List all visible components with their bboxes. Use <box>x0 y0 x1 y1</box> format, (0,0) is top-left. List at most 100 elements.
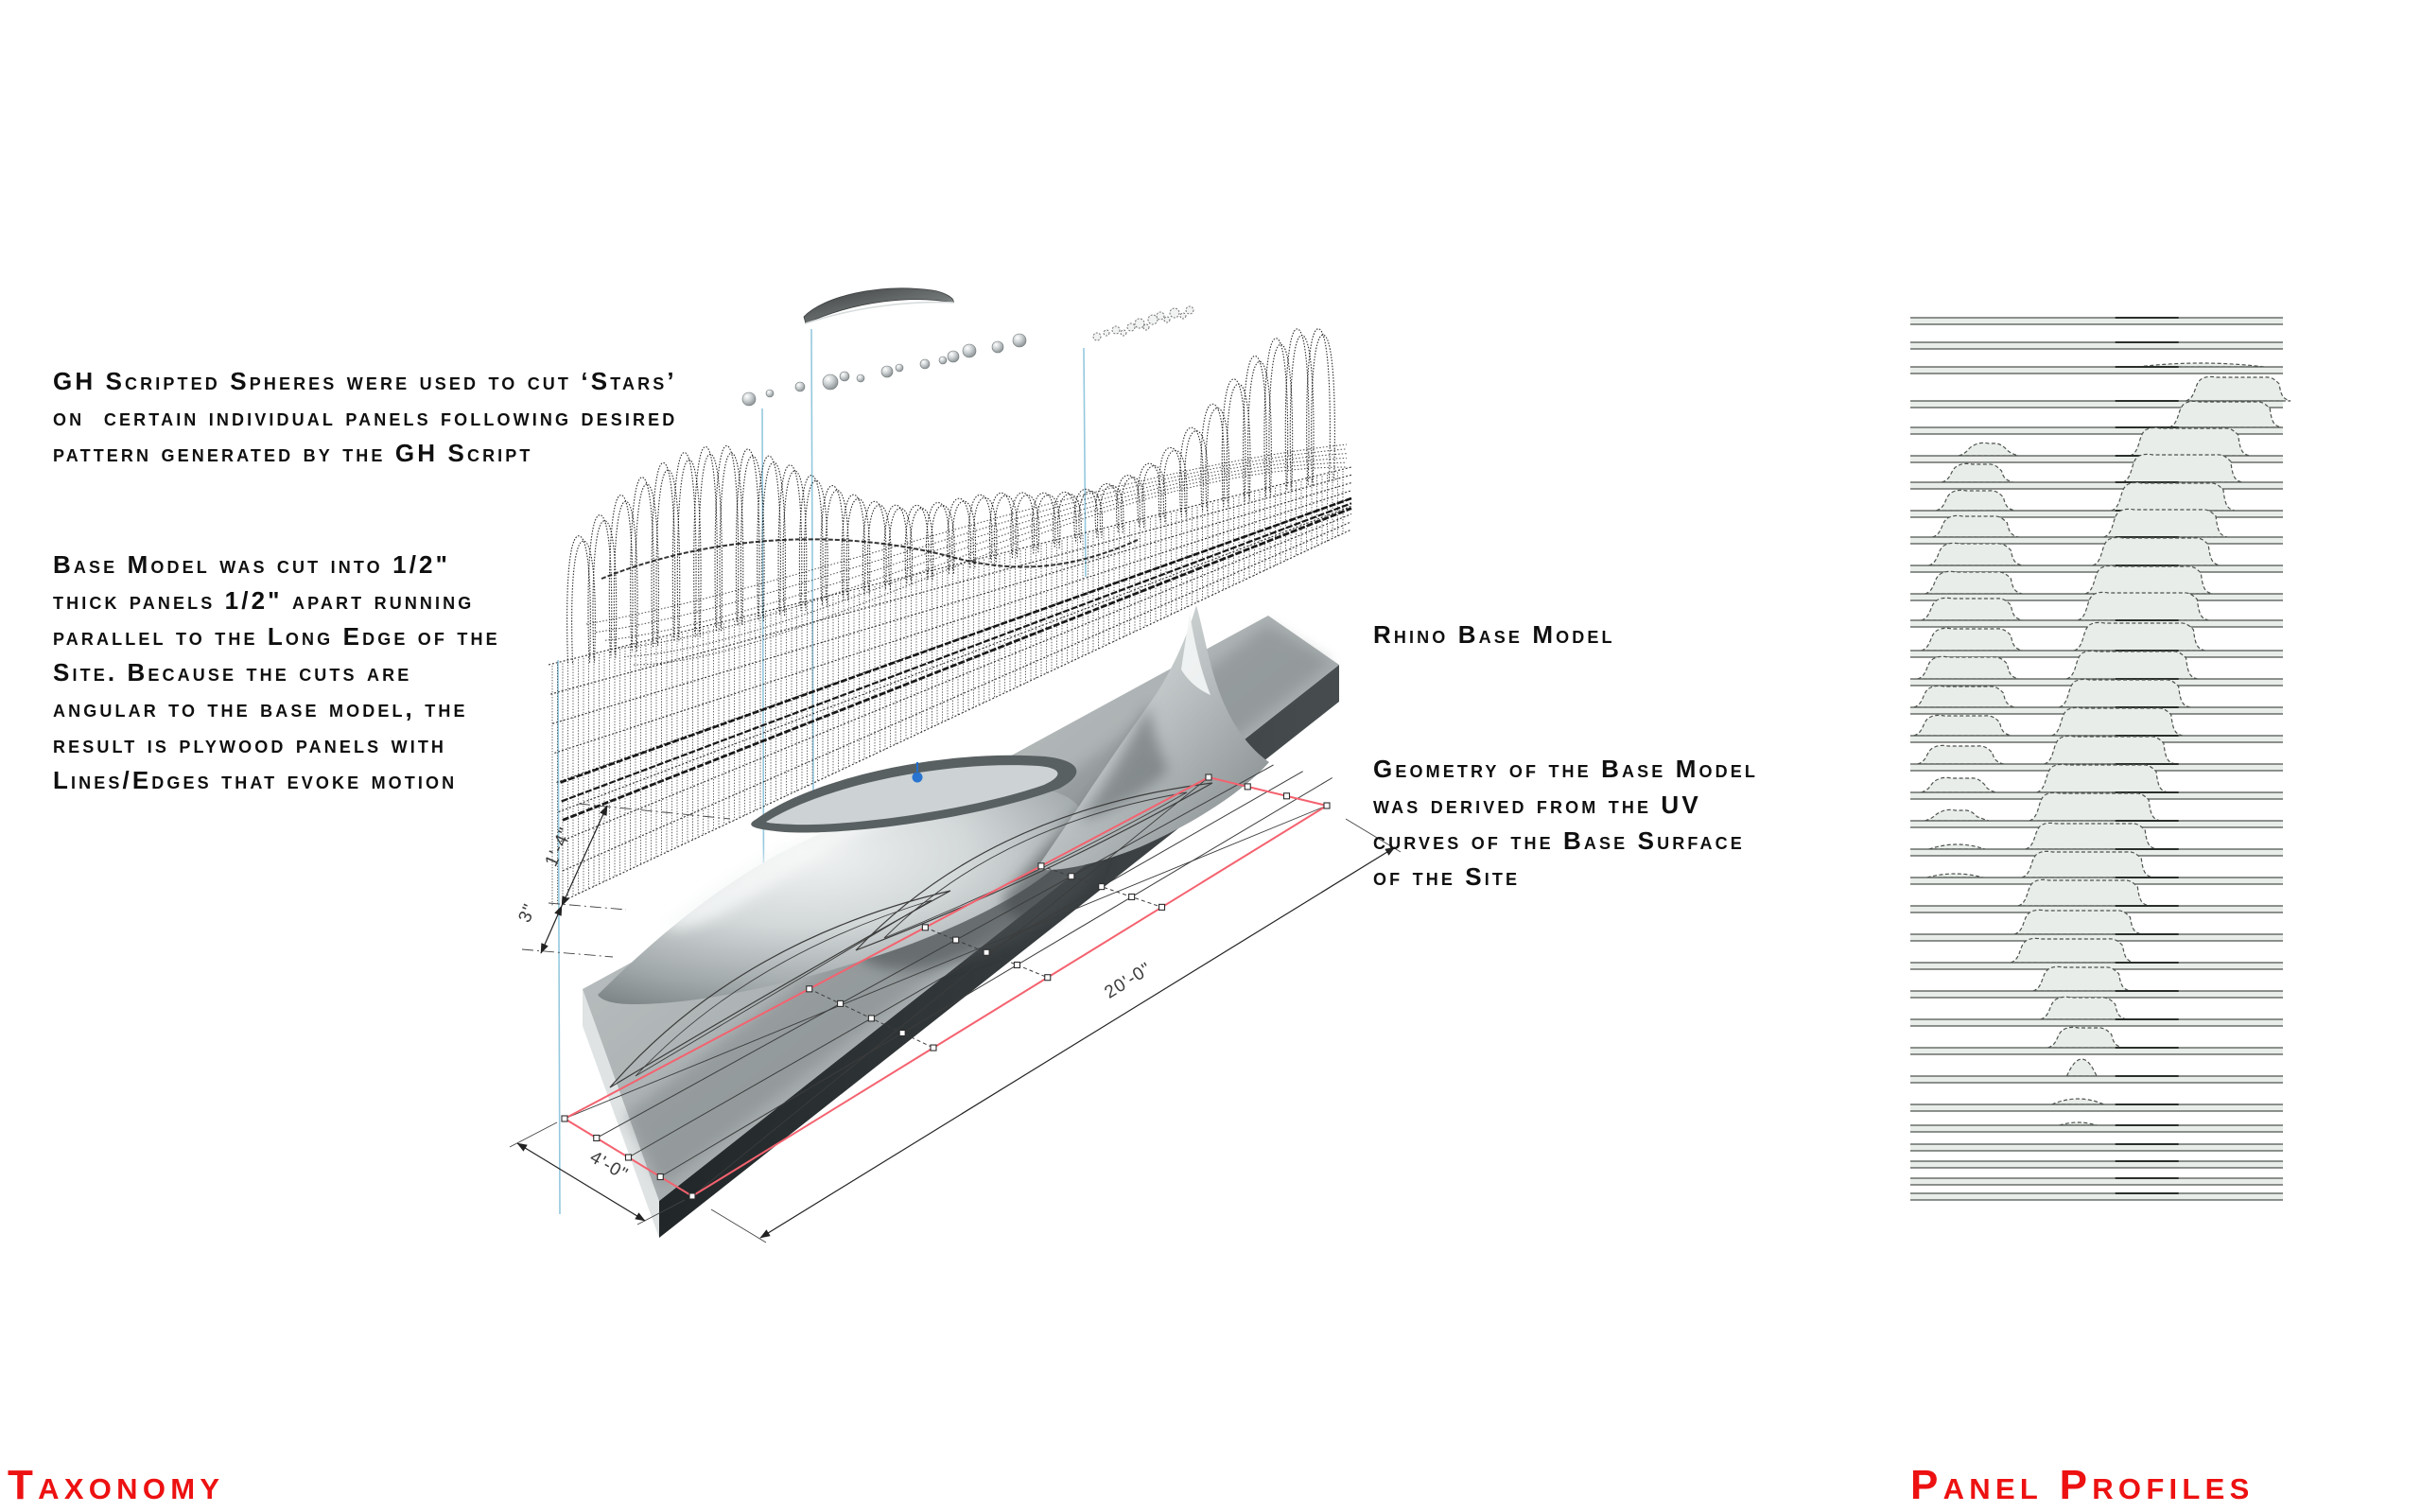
gumball-icon <box>912 762 923 783</box>
sphere <box>938 356 948 365</box>
control-point <box>1205 773 1212 781</box>
control-point <box>952 936 960 944</box>
title-panel-profiles: Panel Profiles <box>1910 1462 2255 1508</box>
panel-profile-bump <box>1913 714 2012 737</box>
note-line: thick panels 1/2" apart running <box>53 586 475 615</box>
control-point <box>1037 862 1045 870</box>
panel-profile-bump <box>1921 776 1996 793</box>
note-line: parallel to the Long Edge of the <box>53 622 500 651</box>
panel-profile-bump <box>2017 878 2150 907</box>
panel-profile <box>1910 1026 2283 1055</box>
sphere <box>856 374 865 383</box>
panel-profile-bump <box>1925 808 1990 822</box>
panel-profile-bump <box>2025 822 2157 850</box>
control-point <box>1244 783 1251 791</box>
guide-line <box>557 659 561 1215</box>
note-line: of the Site <box>1373 862 1521 891</box>
note-line: on certain individual panels following d… <box>53 403 678 431</box>
wire-sphere <box>1156 311 1165 321</box>
panel-profile-bump <box>2021 850 2153 878</box>
sphere <box>741 391 757 407</box>
panel-profile-bump <box>2065 1058 2098 1077</box>
panel-profile-bump <box>2036 763 2168 793</box>
note-line: angular to the base model, the <box>53 694 468 722</box>
control-point <box>1044 974 1052 982</box>
wire-sphere <box>1092 332 1102 341</box>
panel-profile-bump <box>2111 481 2236 512</box>
dim-plan-width: 4'-0" <box>586 1147 632 1185</box>
note-line: was derived from the UV <box>1373 791 1701 819</box>
panel-profile-bump <box>1921 627 2023 652</box>
sphere <box>765 389 775 398</box>
note-geometry-uv: Geometry of the Base Model was derived f… <box>1373 751 1758 895</box>
sliver-shape <box>803 287 954 324</box>
panel-profiles-stack <box>1910 317 2291 1201</box>
panel-profile-bump <box>2051 1098 2105 1105</box>
wire-sphere <box>1103 329 1110 337</box>
panel-profile-bump <box>1917 744 2004 765</box>
sphere <box>895 363 904 373</box>
panel-profile <box>1910 1177 2283 1186</box>
wire-sphere <box>1163 316 1171 323</box>
panel-profile-bump <box>2084 565 2213 595</box>
sphere <box>962 343 977 358</box>
panel-profile-bump <box>2092 536 2221 566</box>
dim-slab-height: 3" <box>514 901 540 926</box>
panel-profile <box>1910 996 2283 1027</box>
note-line: Lines/Edges that evoke motion <box>53 766 458 794</box>
panel-profile-bump <box>1942 462 2013 483</box>
note-line: result is plywood panels with <box>53 730 447 758</box>
panel-profile-bump <box>2047 1026 2123 1049</box>
control-point <box>593 1134 601 1142</box>
note-base-model-cut: Base Model was cut into 1/2" thick panel… <box>53 547 500 798</box>
panel-profile <box>1910 317 2283 325</box>
wire-sphere <box>1142 323 1150 331</box>
wire-sphere <box>1147 314 1158 325</box>
panel-profile <box>1910 1098 2283 1112</box>
sphere <box>822 374 839 391</box>
wire-sphere <box>1169 307 1180 319</box>
note-line: curves of the Base Surface <box>1373 826 1745 855</box>
panel-profile-bump <box>2032 965 2131 992</box>
control-point <box>837 999 845 1007</box>
control-point <box>867 1015 875 1022</box>
panel-profile-bump <box>2029 791 2161 822</box>
sphere <box>1012 333 1027 348</box>
wire-sphere <box>1185 305 1194 315</box>
panel-profile-bump <box>1928 542 2023 566</box>
control-point <box>930 1044 937 1051</box>
note-line: Site. Because the cuts are <box>53 658 412 686</box>
control-point <box>561 1115 568 1122</box>
guide-line <box>1083 347 1087 578</box>
panel-profile <box>1910 1143 2283 1152</box>
control-point <box>1128 893 1136 901</box>
guide-line <box>810 328 814 793</box>
sphere <box>919 358 931 370</box>
note-line: Base Model was cut into 1/2" <box>53 550 451 579</box>
control-point <box>624 1154 633 1161</box>
panel-profile <box>1910 1058 2283 1084</box>
label-rhino-base-model: Rhino Base Model <box>1373 617 1615 652</box>
panel-profile-bump <box>1913 685 2015 708</box>
panel-profile-bump <box>2103 508 2228 538</box>
dim-model-height: 1'-4" <box>542 825 577 870</box>
note-line: GH Scripted Spheres were used to cut ‘St… <box>53 367 677 395</box>
dim-plan-length: 20'-0" <box>1101 959 1155 1003</box>
rhino-base-model-3d <box>583 605 1339 1238</box>
panel-profile <box>1910 536 2283 573</box>
panel-profile-bump <box>2066 650 2198 680</box>
panel-profile <box>1910 375 2291 408</box>
panel-profile-bump <box>1958 442 2019 457</box>
panel-profile-bump <box>2130 426 2250 457</box>
panel-profile-bump <box>1932 514 2019 538</box>
control-point <box>898 1029 906 1037</box>
control-point <box>1282 792 1291 800</box>
panel-profile <box>1910 909 2283 942</box>
gh-spheres <box>741 305 1194 407</box>
panel-profile-bump <box>2059 678 2190 708</box>
wireframe-panel-model <box>548 328 1352 907</box>
top-sliver <box>803 287 954 324</box>
control-point <box>921 924 929 931</box>
sphere <box>991 340 1004 354</box>
